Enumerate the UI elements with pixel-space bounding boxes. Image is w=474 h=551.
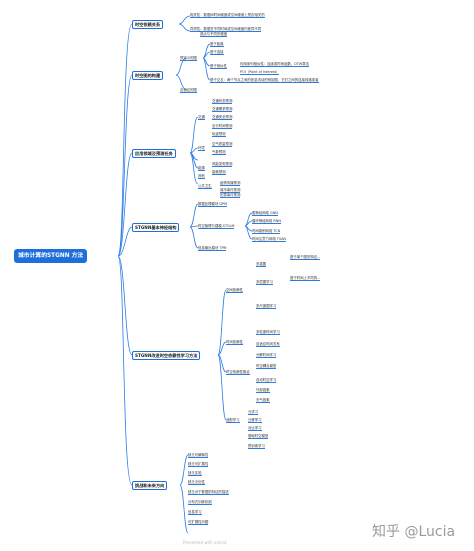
b5-foundation: 基础时空模型 (248, 434, 269, 439)
b3-domain-environment: 环境 (198, 146, 205, 151)
b5-temporal-diff: 基于时间上不同的... (290, 276, 321, 281)
b5-multi-graph: 多重图 (256, 262, 267, 267)
b5-multi-granularity: 多粒度时间学习 (256, 330, 280, 335)
watermark: 知乎 @Lucia (372, 524, 456, 540)
b5-external: 外部因素 (256, 388, 270, 393)
b3-travel-time: 出行时间预测 (212, 124, 233, 129)
b3-energy-consumption: 能耗预测 (212, 170, 226, 175)
b4-tpm: 信息输出模块 TPM (198, 246, 227, 251)
b2-item-predefined: 预定义的图 (180, 56, 197, 61)
b3-traffic-demand: 交通需求预测 (212, 107, 233, 112)
b5-transfer: 迁移学习 (248, 418, 262, 423)
b6-item-6: 信息学习 (188, 510, 202, 515)
branch-spatiotemporal-dependency[interactable]: 时空依赖关系 (132, 20, 164, 29)
b6-item-0: 缺乏可解释性 (188, 453, 209, 458)
b5-single-graph: 基于单个图的特征... (290, 255, 321, 260)
b4-tcn: 时间卷积网络 TCN (252, 229, 281, 234)
branch-improved-learning[interactable]: STGNN改进时空依赖性学习方法 (132, 351, 201, 360)
b2-item-interaction: 基于交互：两个节点之间的信息流动的例如图、它们之间的连接线路或者 (210, 78, 319, 83)
b1-item-1: 异质性：数据在不同时间或空间维度内差异不同 (190, 27, 262, 32)
branch-neural-architecture[interactable]: STGNN基本神经结构 (132, 223, 180, 232)
b5-pretrain: 预训练学习 (248, 444, 265, 449)
b5-adaptation: 适配学习 (226, 418, 240, 423)
b4-stglm: 时空管理与建模 STGLM (198, 224, 235, 229)
b1-item-0: 相关性：数据间时间维度或空间维度上是否相关的 (190, 13, 265, 18)
b5-decomposition: 分解时间学习 (256, 353, 277, 358)
b3-weather: 气象预测 (212, 150, 226, 155)
b3-traffic-state: 交通状态预测 (212, 99, 233, 104)
branch-challenges[interactable]: 挑战和未来方向 (132, 481, 168, 490)
b4-tsan: 时间注意力网络 TSAN (252, 237, 286, 242)
b4-gnn: 图神经网络 GNN (252, 211, 278, 216)
b4-dpm: 数据处理模块 DPM (198, 202, 228, 207)
b5-spatial-dependency: 空间依赖性 (226, 288, 243, 293)
b2-item-poi: POI（Point of Interest） (240, 70, 280, 75)
b3-urban-event: 城市事件预测 (220, 188, 241, 193)
branch-graph-construction[interactable]: 时空图的构建 (132, 71, 164, 80)
b2-item-distance: 基于距离 (210, 42, 224, 47)
b3-wind-power: 风能发电预测 (212, 162, 233, 167)
b5-contrastive: 对比学习 (248, 426, 262, 431)
b2-item-connection: 基于连接 (210, 50, 224, 55)
b5-multilayer-graph: 多层图学习 (256, 280, 273, 285)
b6-item-4: 缺乏对于数据的特征的描述 (188, 490, 229, 495)
b3-domain-energy: 能源 (198, 166, 205, 171)
b3-epidemic: 疫情传播预测 (220, 181, 241, 186)
b6-item-5: 分布式训练机制 (188, 500, 212, 505)
b6-item-3: 缺乏泛化性 (188, 480, 205, 485)
b6-item-2: 缺乏实验 (188, 471, 202, 476)
b3-traffic-safety: 交通安全预测 (212, 115, 233, 120)
xmind-credit: Presented with xmind (183, 540, 227, 545)
b2-item-adaptive: 自适应的图 (180, 88, 197, 93)
b4-rnn: 循环神经网络 RNN (252, 219, 281, 224)
b5-temporal-dependency: 时间依赖性 (226, 340, 243, 345)
root-node[interactable]: 城市计算的STGNN 方法 (14, 249, 88, 263)
b6-item-7: 可扩展性问题 (188, 520, 209, 525)
b5-multiscale-graph: 多尺度图学习 (256, 304, 277, 309)
b5-weather: 天气因素 (256, 398, 270, 403)
b5-adaptive-temporal: 自适应时间关系 (256, 342, 280, 347)
b3-trajectory: 轨迹预测 (212, 132, 226, 137)
b3-domain-traffic: 交通 (198, 115, 205, 120)
b5-meta-learning: 元学习 (248, 410, 259, 415)
b3-domain-public-health: 公共卫生 (198, 184, 212, 189)
b2-item-similarity: 基于相似性 (210, 64, 227, 69)
b1-item-2: 观点与不同的程度 (200, 32, 228, 37)
b5-auto-learning: 自动时空学习 (256, 378, 277, 383)
b3-air-quality: 空气质量预测 (212, 142, 233, 147)
b3-crime: 犯罪事件预测 (220, 193, 241, 198)
b2-item-similarity-detail: 利用序列相似性：连续或时间函数、DTW算法 (240, 62, 310, 67)
b5-coupled: 时空耦合模型 (256, 364, 277, 369)
b3-domain-other: 其他 (198, 174, 205, 179)
b6-item-1: 缺乏可扩展性 (188, 462, 209, 467)
b5-fusion: 时空依赖性融合 (226, 370, 250, 375)
branch-applications[interactable]: 应用领域及预测任务 (132, 149, 176, 158)
